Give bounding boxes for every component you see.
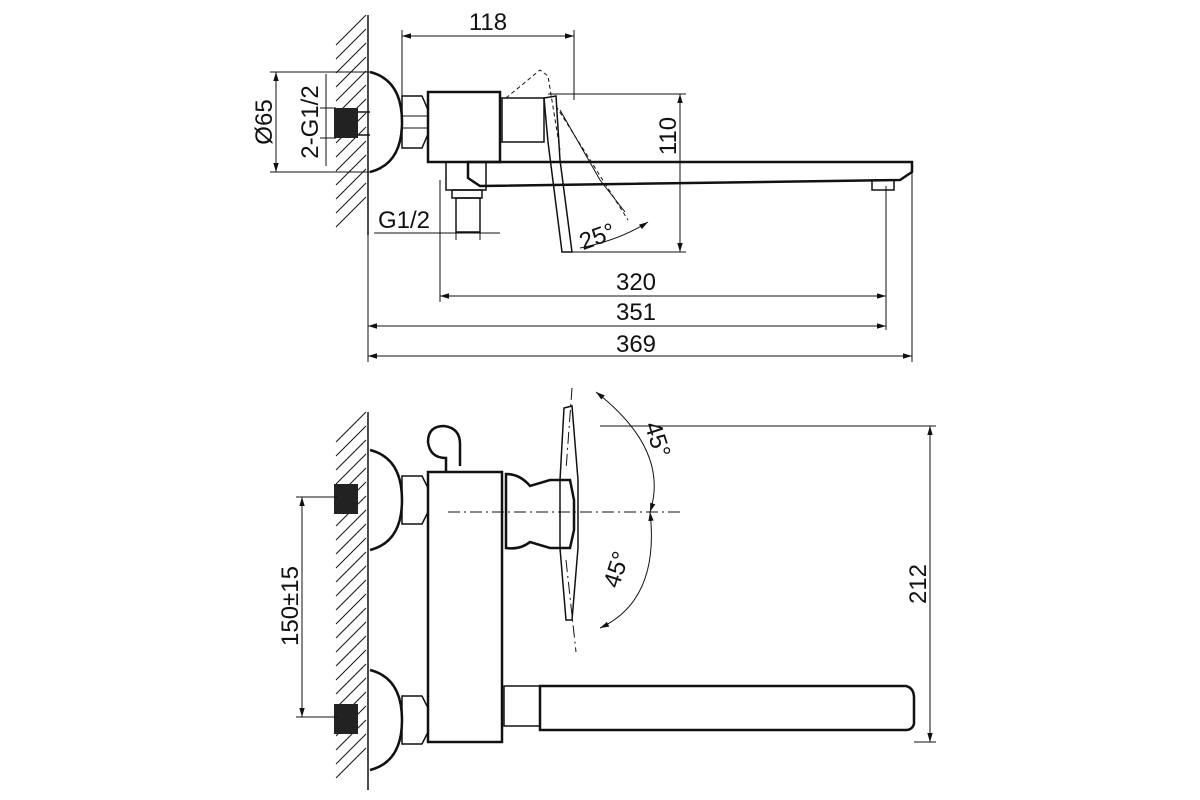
front-view: 45° 45° 150±15 212: [277, 387, 936, 790]
dim-320: 320: [439, 180, 887, 330]
mixer-body-front: [426, 470, 504, 744]
dim-320-label: 320: [616, 269, 656, 296]
hatch-line: [335, 523, 367, 555]
dim-150: 150±15: [277, 496, 338, 718]
dim-110: 110: [548, 93, 686, 253]
dim-118: 118: [401, 9, 575, 100]
dim-angle-down-label: 45°: [598, 548, 635, 591]
nut-lower: [401, 695, 429, 745]
hatch-line: [335, 733, 367, 765]
hatch-line: [335, 140, 367, 172]
dim-369-label: 369: [616, 331, 656, 358]
dim-diameter-label: Ø65: [251, 99, 278, 144]
dim-118-label: 118: [469, 9, 507, 36]
dim-369: 369: [368, 172, 913, 362]
dim-212: 212: [600, 425, 936, 743]
dim-diameter: Ø65: [251, 71, 372, 173]
mixer-body-top: [426, 90, 502, 164]
dim-angle-25: 25°: [576, 218, 649, 256]
hatch-line: [335, 509, 367, 541]
hatch-line: [335, 126, 367, 158]
dim-angle-up-label: 45°: [639, 418, 676, 461]
hatch-line: [335, 551, 367, 583]
aerator-top: [871, 179, 895, 191]
hatch-line: [335, 168, 367, 200]
dim-150-label: 150±15: [277, 566, 304, 646]
wall-flange-top: [369, 70, 404, 174]
hatch-line: [335, 635, 367, 667]
dim-inlet-thread-label: 2-G1/2: [297, 85, 324, 158]
hatch-line: [335, 14, 367, 46]
hatch-line: [335, 425, 367, 457]
handle-front: [504, 472, 576, 550]
hatch-line: [335, 537, 367, 569]
nut-top: [401, 95, 429, 149]
top-view: 118 Ø65 2-G1/2 110 G1/2: [251, 9, 914, 362]
hatch-line: [335, 28, 367, 60]
dim-351: 351: [367, 235, 886, 362]
hatch-line: [335, 453, 367, 485]
threaded-inlet-top: [334, 108, 358, 138]
hatch-line: [335, 70, 367, 102]
hatch-line: [335, 677, 367, 709]
threaded-inlet-lower: [334, 704, 358, 734]
wall-flange-upper: [369, 448, 404, 552]
threaded-inlet-upper: [334, 484, 358, 514]
spout-front: [538, 684, 916, 732]
hatch-line: [335, 154, 367, 186]
hatch-line: [335, 607, 367, 639]
hatch-line: [335, 42, 367, 74]
dim-g12: G1/2: [374, 207, 500, 240]
hatch-line: [335, 719, 367, 751]
handle-lever-top: [543, 95, 573, 253]
hatch-line: [335, 663, 367, 695]
dim-angle-25-label: 25°: [576, 218, 619, 256]
lever-blade: [559, 405, 579, 621]
hatch-line: [335, 649, 367, 681]
spout-nut-front: [503, 685, 541, 727]
dim-212-label: 212: [905, 564, 932, 604]
cartridge-cap-top: [501, 97, 545, 143]
hatch-line: [335, 182, 367, 214]
hatch-line: [335, 196, 367, 228]
dim-g12-label: G1/2: [378, 207, 430, 234]
dim-110-label: 110: [655, 117, 682, 155]
wall-top: [335, 14, 369, 235]
dim-351-label: 351: [616, 299, 656, 326]
hatch-line: [335, 439, 367, 471]
hatch-line: [335, 593, 367, 625]
hatch-line: [335, 411, 367, 443]
spout-top: [466, 160, 914, 188]
shower-hook: [426, 424, 462, 472]
dim-inlet-thread: 2-G1/2: [297, 74, 336, 166]
hatch-line: [335, 579, 367, 611]
hatch-line: [335, 621, 367, 653]
nut-upper: [401, 475, 429, 525]
hatch-line: [335, 565, 367, 597]
wall-flange-lower: [369, 668, 404, 772]
hatch-line: [335, 747, 367, 779]
